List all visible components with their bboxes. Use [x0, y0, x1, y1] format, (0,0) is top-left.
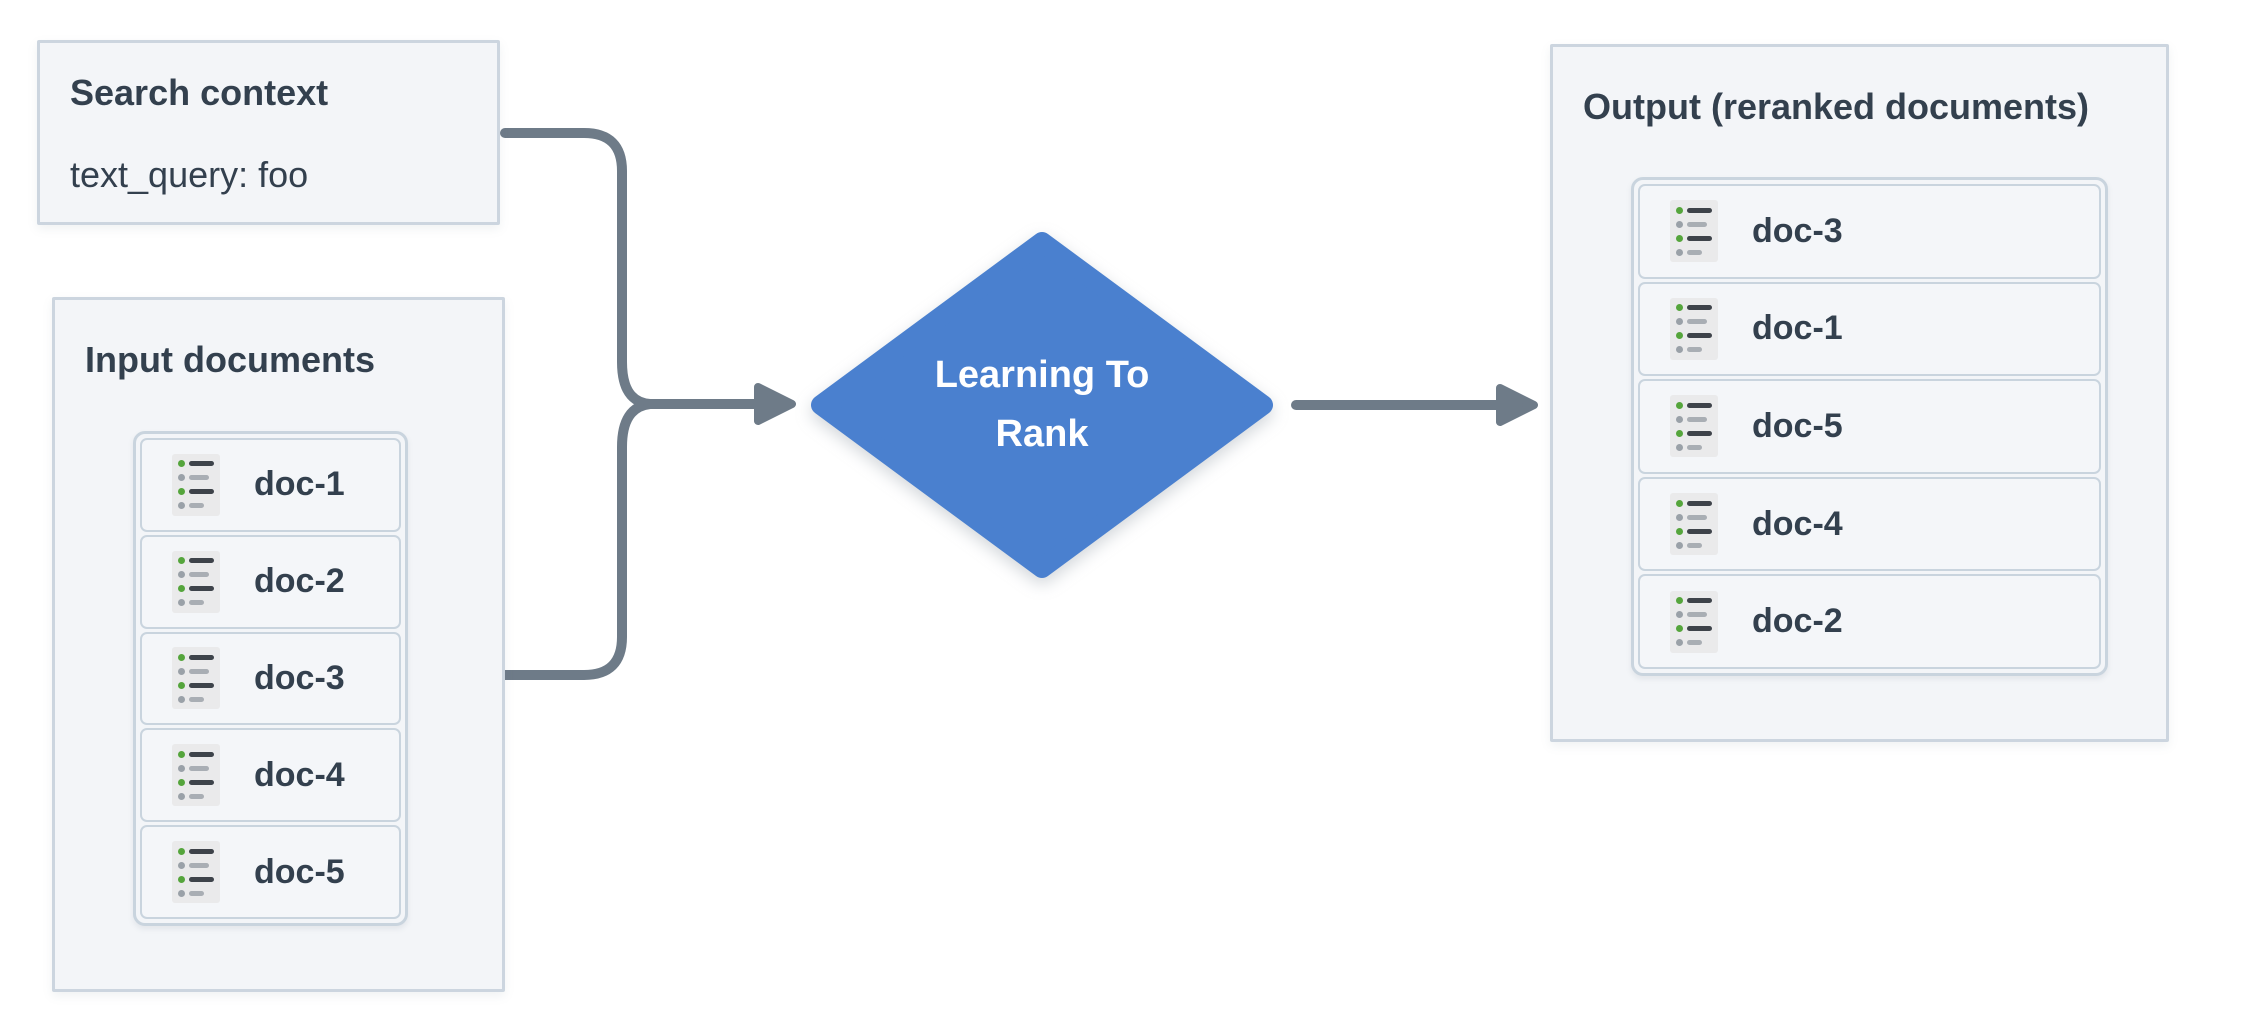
doc-card: doc-3 — [1638, 184, 2101, 279]
doc-label: doc-3 — [1752, 211, 1843, 250]
document-list-icon — [172, 453, 220, 516]
input-documents-box: Input documents doc-1 — [52, 297, 505, 992]
doc-card: doc-1 — [140, 438, 401, 532]
output-documents-title: Output (reranked documents) — [1583, 86, 2090, 127]
document-list-icon — [172, 550, 220, 613]
doc-label: doc-3 — [254, 658, 345, 697]
doc-card: doc-2 — [1638, 574, 2101, 669]
search-context-connector-line — [500, 128, 655, 409]
input-documents-connector-line — [497, 399, 655, 680]
arrow-to-output-head-icon — [1496, 384, 1538, 426]
document-list-icon — [1670, 493, 1718, 556]
doc-label: doc-1 — [254, 465, 345, 504]
doc-card: doc-4 — [1638, 476, 2101, 572]
doc-label: doc-2 — [254, 562, 345, 601]
doc-label: doc-1 — [1752, 309, 1843, 348]
search-context-box: Search context text_query: foo — [37, 40, 500, 225]
document-list-icon — [1670, 395, 1718, 458]
search-context-title: Search context — [70, 72, 329, 113]
doc-label: doc-5 — [1752, 406, 1843, 445]
input-doc-list: doc-1 doc-2 — [133, 431, 408, 926]
doc-card: doc-5 — [140, 825, 401, 919]
doc-card: doc-1 — [1638, 281, 2101, 377]
document-list-icon — [1670, 297, 1718, 360]
search-query-text: text_query: foo — [70, 154, 309, 195]
learning-to-rank-label: Learning To Rank — [934, 354, 1150, 455]
input-documents-title: Input documents — [85, 339, 375, 380]
doc-card: doc-2 — [140, 534, 401, 629]
doc-card: doc-4 — [140, 728, 401, 823]
doc-card: doc-5 — [1638, 379, 2101, 474]
arrow-to-diamond-head-icon — [754, 383, 796, 425]
output-doc-list: doc-3 doc-1 — [1631, 177, 2108, 676]
document-list-icon — [1670, 200, 1718, 263]
doc-label: doc-5 — [254, 852, 345, 891]
document-list-icon — [1670, 590, 1718, 653]
document-list-icon — [172, 841, 220, 904]
doc-label: doc-4 — [1752, 504, 1843, 543]
output-documents-box: Output (reranked documents) doc-3 — [1550, 44, 2169, 742]
document-list-icon — [172, 744, 220, 807]
document-list-icon — [172, 647, 220, 710]
learning-to-rank-node: Learning To Rank — [809, 230, 1275, 580]
diamond-shape-icon — [811, 232, 1273, 578]
doc-label: doc-2 — [1752, 602, 1843, 641]
doc-card: doc-3 — [140, 631, 401, 726]
doc-label: doc-4 — [254, 755, 345, 794]
